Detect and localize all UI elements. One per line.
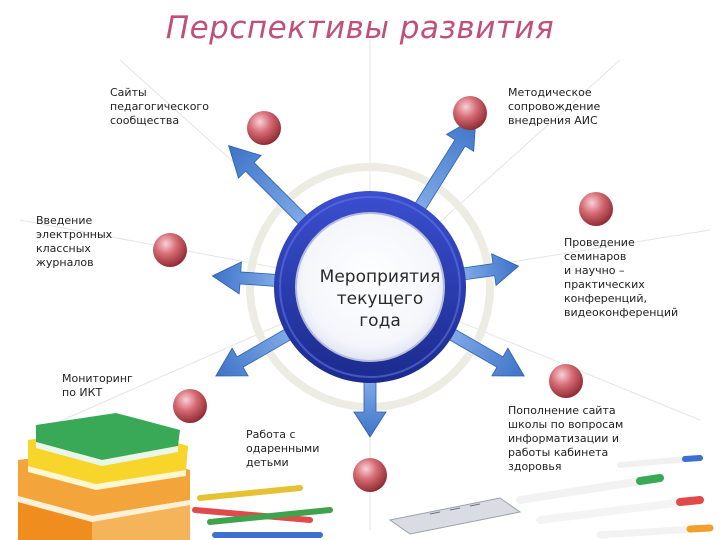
label-method: Методическое сопровождение внедрения АИС — [508, 86, 601, 127]
arrow-down-left — [215, 328, 292, 377]
arrow-left — [211, 261, 277, 295]
arrow-right — [462, 253, 520, 287]
label-seminars: Проведение семинаров и научно – практиче… — [564, 236, 679, 319]
arrow-down — [353, 381, 387, 438]
books-stack-icon — [18, 413, 190, 540]
node-website — [549, 364, 583, 398]
pens-icon — [516, 455, 714, 539]
node-gifted — [353, 458, 387, 492]
node-method — [453, 96, 487, 130]
label-sites: Сайты педагогического сообщества — [110, 86, 209, 127]
arrow-up-right — [414, 116, 477, 211]
slide-title: Перспективы развития — [165, 10, 555, 46]
node-seminars — [579, 192, 613, 226]
pencils-icon — [192, 485, 333, 538]
center-label: Мероприятия текущего года — [319, 267, 441, 331]
center-hub — [274, 191, 466, 383]
label-website: Пополнение сайта школы по вопросам инфор… — [508, 404, 624, 473]
ruler-icon — [388, 497, 522, 535]
node-monitoring — [173, 389, 207, 423]
nodes — [153, 96, 613, 492]
node-sites — [247, 111, 281, 145]
label-gifted: Работа с одаренными детьми — [246, 428, 320, 469]
label-monitoring: Мониторинг по ИКТ — [62, 372, 133, 399]
arrow-down-right — [448, 328, 525, 377]
label-journals: Введение электронных классных журналов — [36, 214, 113, 269]
arrow-up-left — [227, 144, 308, 225]
arrows — [211, 116, 525, 438]
node-journals — [153, 233, 187, 267]
